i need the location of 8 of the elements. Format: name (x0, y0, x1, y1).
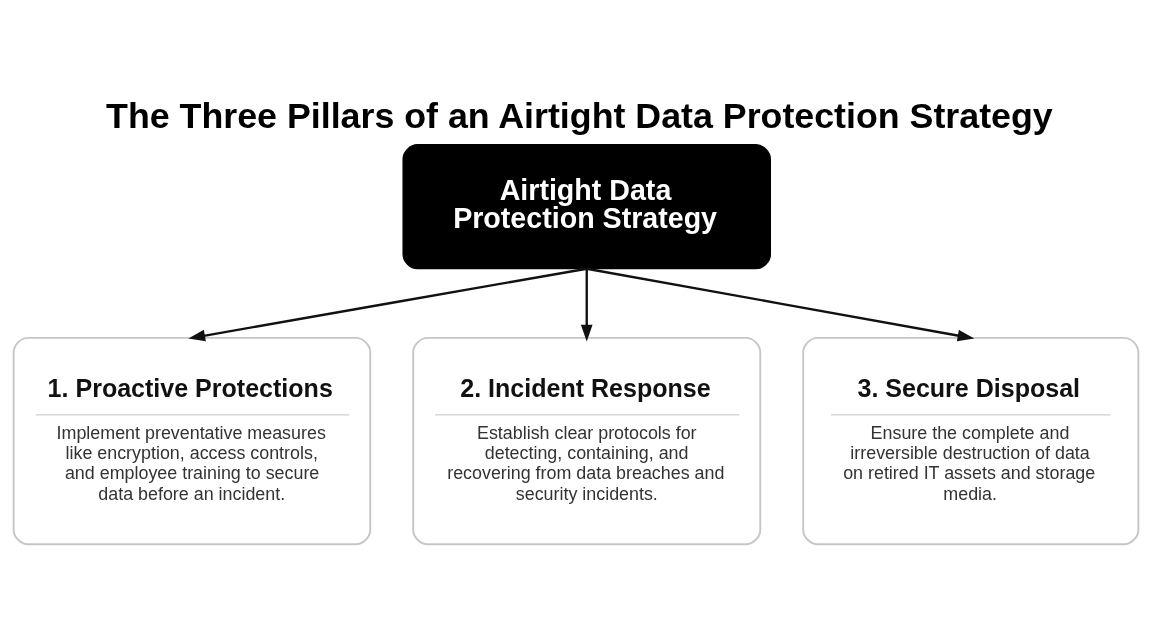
node-box: Airtight Data Protection Strategy (402, 144, 771, 270)
arrow (188, 267, 587, 342)
node-box: 3. Secure Disposal Ensure the complete and irreversible destruction of data on retired IT assets and storage media. (802, 336, 1140, 546)
node-box: 2. Incident Response Establish clear protocols for detecting, containing, and recovering from data breaches and security incidents. (412, 336, 762, 546)
arrow (580, 268, 593, 342)
node-box: 1. Proactive Protections Implement preventative measures like encryption, access controls, and employee training to secure data before an incident. (12, 336, 372, 546)
arrow (586, 267, 975, 342)
diagram-title: The Three Pillars of an Airtight Data Protection Strategy (106, 95, 1053, 136)
